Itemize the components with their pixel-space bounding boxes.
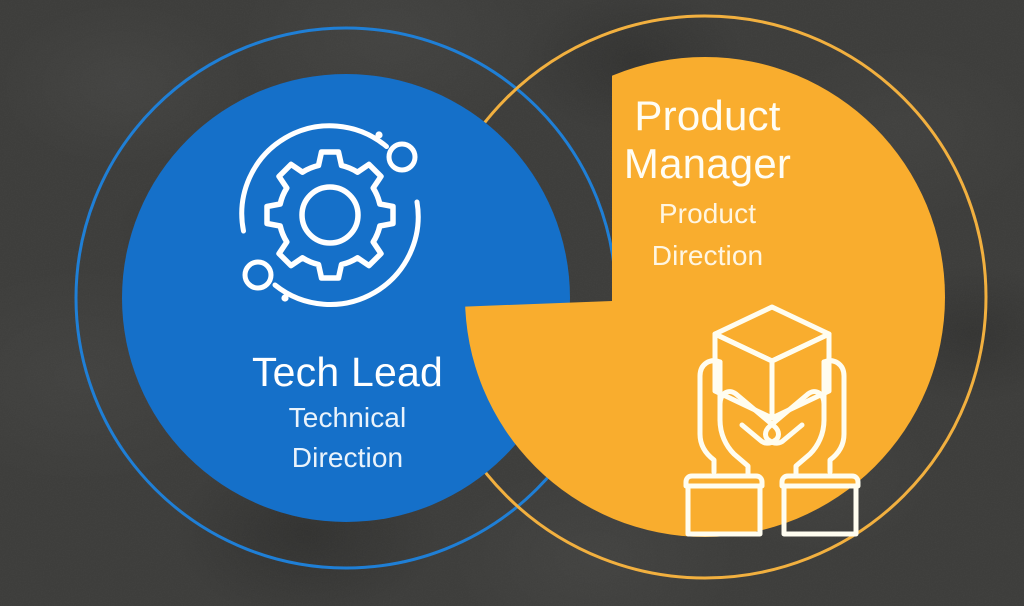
product-manager-subtitle-line1: Product: [658, 197, 757, 229]
product-manager-label-group: Product Manager Product Direction: [560, 92, 855, 274]
tech-lead-subtitle-line2: Direction: [291, 441, 404, 473]
product-manager-subtitle-line2: Direction: [651, 240, 764, 272]
gear-settings-icon: [239, 123, 421, 307]
tech-lead-label-group: Tech Lead Technical Direction: [150, 349, 545, 476]
product-manager-title-line1: Product: [634, 92, 781, 139]
tech-lead-circle[interactable]: [122, 74, 570, 522]
tech-lead-title: Tech Lead: [251, 349, 443, 395]
hands-holding-box-icon: [683, 304, 861, 537]
tech-lead-subtitle-line1: Technical: [288, 401, 407, 433]
product-manager-title-line2: Manager: [623, 140, 792, 188]
